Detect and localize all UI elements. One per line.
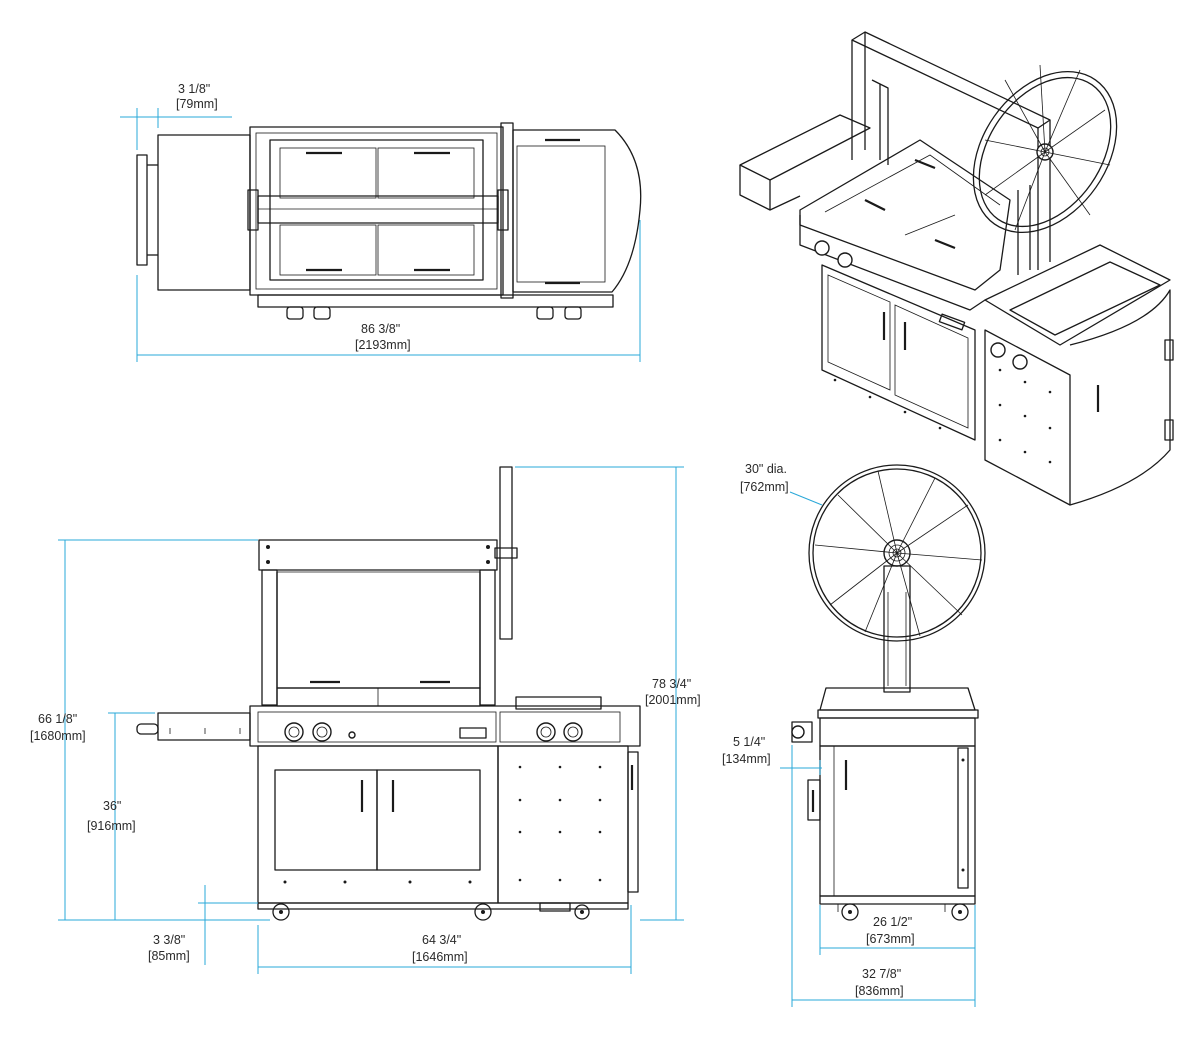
dim-text: [916mm]	[87, 819, 136, 833]
right-cabinet-front	[497, 745, 629, 904]
top-view: 3 1/8" [79mm] 86 3/8" [2193mm]	[120, 82, 642, 362]
dim-text: 3 3/8"	[153, 933, 185, 947]
dim-wheel-diameter: 30" dia. [762mm]	[740, 462, 823, 506]
dim-text: [2001mm]	[645, 693, 701, 707]
dim-frame-height: 66 1/8" [1680mm]	[30, 539, 270, 921]
caster-wheels-side	[837, 903, 969, 921]
dim-caster-height: 3 3/8" [85mm]	[148, 885, 258, 965]
caster-wheels-top	[286, 306, 582, 320]
side-handle	[136, 154, 148, 266]
dim-text: 32 7/8"	[862, 967, 901, 981]
dim-text: [762mm]	[740, 480, 789, 494]
dim-text: [2193mm]	[355, 338, 411, 352]
dim-text: 26 1/2"	[873, 915, 912, 929]
side-view: 30" dia. [762mm] 5 1/4" [134mm] 26 1/2" …	[722, 462, 986, 1007]
wheel-crossbar-top	[257, 195, 499, 224]
dim-side-shelf: 5 1/4" [134mm]	[722, 735, 822, 775]
dim-text: 3 1/8"	[178, 82, 210, 96]
wheel-side	[808, 464, 986, 642]
left-shelf	[157, 134, 251, 291]
control-knobs-front	[284, 722, 583, 742]
wheel-crossbar-front	[258, 539, 498, 571]
caster-wheels-front	[272, 902, 590, 921]
left-side-shelf-front	[157, 712, 251, 741]
dim-text: [836mm]	[855, 984, 904, 998]
grill-lid-iso	[799, 139, 1011, 291]
dim-side-base: 26 1/2" [673mm]	[819, 905, 976, 955]
dim-text: [85mm]	[148, 949, 190, 963]
left-cabinet-iso	[821, 264, 976, 441]
front-view: 78 3/4" [2001mm] 66 1/8" [1680mm] 36" [9…	[30, 466, 701, 974]
wheel-post-side	[883, 565, 911, 693]
dim-text: 64 3/4"	[422, 933, 461, 947]
dim-text: [134mm]	[722, 752, 771, 766]
dim-text: [673mm]	[866, 932, 915, 946]
cabinet-dots-iso	[833, 368, 1052, 464]
dim-top-offset: 3 1/8" [79mm]	[120, 82, 232, 150]
isometric-view	[739, 31, 1174, 506]
grill-body-top	[249, 126, 504, 296]
dim-text: 30" dia.	[745, 462, 787, 476]
wheel-iso	[972, 64, 1118, 234]
dim-text: 36"	[103, 799, 121, 813]
dim-text: 78 3/4"	[652, 677, 691, 691]
dim-counter-height: 36" [916mm]	[87, 712, 155, 920]
dim-text: [1646mm]	[412, 950, 468, 964]
dim-side-overall: 32 7/8" [836mm]	[791, 745, 976, 1007]
dim-overall-height: 78 3/4" [2001mm]	[515, 466, 701, 921]
dim-front-width: 64 3/4" [1646mm]	[257, 905, 632, 974]
cabinet-side	[819, 745, 976, 897]
dim-top-width: 86 3/8" [2193mm]	[136, 220, 641, 362]
dim-text: 66 1/8"	[38, 712, 77, 726]
right-cabinet-top	[512, 129, 642, 293]
dim-text: 86 3/8"	[361, 322, 400, 336]
dim-text: 5 1/4"	[733, 735, 765, 749]
dim-text: [79mm]	[176, 97, 218, 111]
wheel-edge-front	[499, 466, 513, 640]
dim-text: [1680mm]	[30, 729, 86, 743]
cabinet-dots-front	[518, 765, 602, 882]
brand-badge	[459, 727, 487, 739]
